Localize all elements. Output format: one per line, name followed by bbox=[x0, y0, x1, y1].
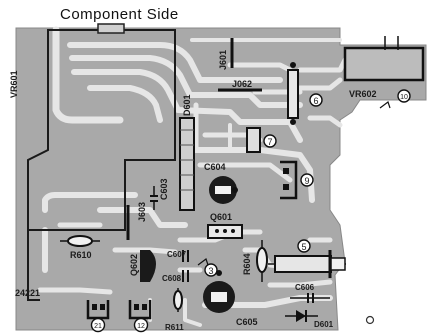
label-c605: C605 bbox=[236, 317, 258, 327]
vr602-block bbox=[343, 46, 425, 82]
label-vr602: VR602 bbox=[349, 89, 377, 99]
adjust-arrow-icon-2 bbox=[197, 258, 209, 266]
d601-diode bbox=[285, 310, 318, 322]
r610-resistor bbox=[60, 235, 100, 247]
marker-3: 3 bbox=[204, 263, 218, 277]
connector-9 bbox=[280, 160, 298, 200]
label-c603: C603 bbox=[159, 178, 169, 200]
mounting-hole bbox=[365, 315, 375, 325]
q602-transistor bbox=[140, 250, 156, 282]
r611-resistor bbox=[173, 288, 183, 312]
label-c607: C607 bbox=[167, 250, 187, 259]
label-vr601: VR601 bbox=[9, 70, 19, 98]
label-j601: J601 bbox=[218, 50, 228, 70]
label-r610: R610 bbox=[70, 250, 92, 260]
marker-9: 9 bbox=[300, 173, 314, 187]
label-d601-bottom: D601 bbox=[314, 320, 334, 329]
marker-10: 10 bbox=[397, 89, 411, 103]
svg-text:3: 3 bbox=[208, 266, 213, 276]
marker-5: 5 bbox=[297, 239, 311, 253]
svg-text:10: 10 bbox=[400, 94, 408, 101]
c607-capacitor bbox=[182, 250, 189, 262]
outline-region bbox=[27, 29, 176, 231]
label-c608: C608 bbox=[162, 274, 182, 283]
label-d601: D601 bbox=[182, 94, 192, 116]
svg-text:9: 9 bbox=[304, 176, 309, 186]
svg-text:21: 21 bbox=[94, 323, 102, 330]
marker-6: 6 bbox=[309, 93, 323, 107]
top-connector bbox=[97, 23, 125, 34]
ic-strip bbox=[179, 117, 195, 211]
label-c606: C606 bbox=[295, 283, 315, 292]
outline-lower-left bbox=[27, 230, 40, 301]
board-code: 24221 bbox=[15, 288, 40, 298]
label-r611: R611 bbox=[165, 323, 184, 332]
c606-capacitor bbox=[290, 293, 330, 303]
r604-resistor bbox=[256, 240, 268, 282]
small-part-7 bbox=[246, 127, 261, 153]
label-q602: Q602 bbox=[129, 254, 139, 276]
c608-capacitor bbox=[182, 270, 189, 282]
label-c604: C604 bbox=[204, 162, 226, 172]
svg-text:7: 7 bbox=[267, 137, 272, 147]
upper-traces bbox=[52, 26, 423, 203]
adjust-arrow-icon bbox=[379, 101, 391, 109]
vertical-component-right bbox=[287, 69, 299, 119]
marker-12: 12 bbox=[133, 317, 149, 333]
label-j603: J603 bbox=[137, 202, 147, 222]
label-j062: J062 bbox=[232, 79, 252, 89]
svg-text:5: 5 bbox=[301, 242, 306, 252]
component-5 bbox=[268, 250, 346, 278]
svg-text:12: 12 bbox=[137, 323, 145, 330]
marker-21: 21 bbox=[90, 317, 106, 333]
diagram-title: Component Side bbox=[60, 6, 179, 23]
label-q601: Q601 bbox=[210, 212, 232, 222]
svg-text:6: 6 bbox=[313, 96, 318, 106]
marker-7: 7 bbox=[263, 134, 277, 148]
label-r604: R604 bbox=[242, 253, 252, 275]
